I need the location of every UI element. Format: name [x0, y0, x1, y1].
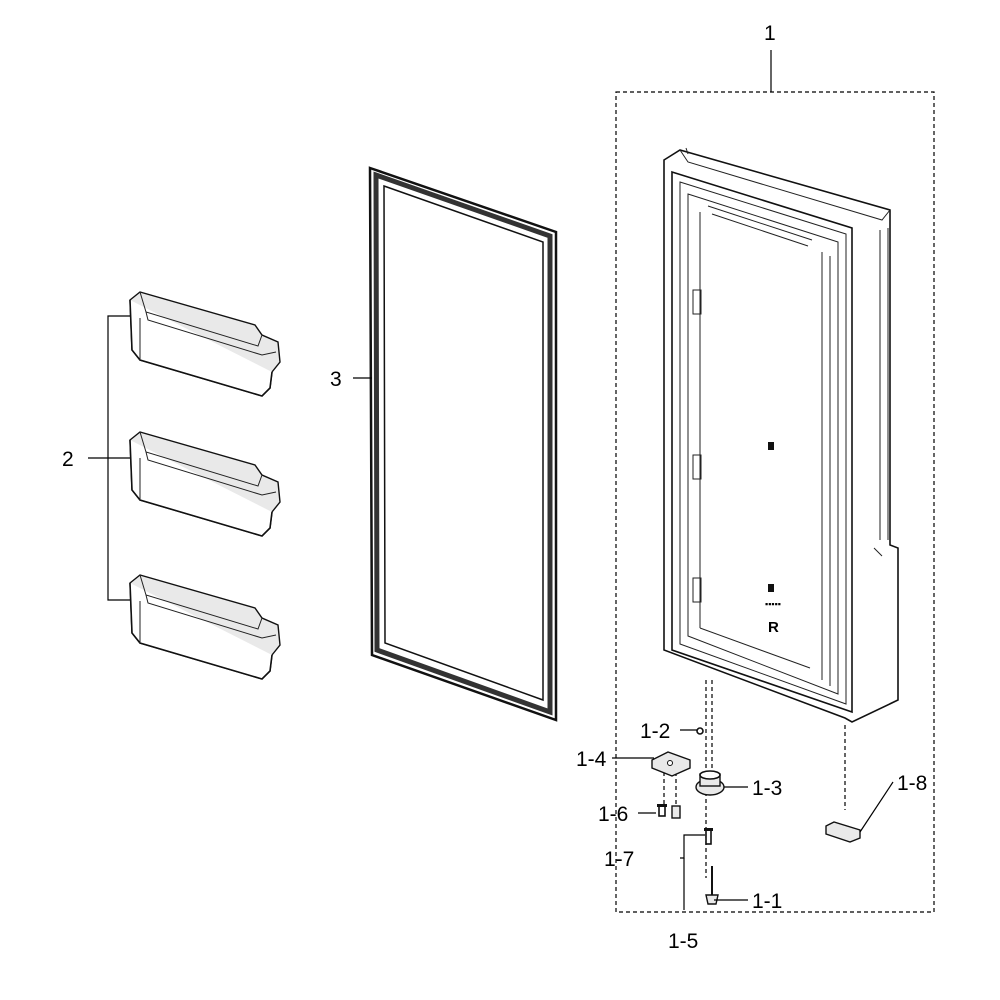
- part-1-8-bracket[interactable]: [825, 821, 861, 843]
- part-1-2-pin[interactable]: [696, 727, 704, 735]
- part-1-5-screw[interactable]: [704, 828, 713, 845]
- door-side-letter: R: [768, 619, 779, 636]
- door-assembly[interactable]: ▪▪▪▪▪ R: [663, 147, 899, 723]
- door-assembly-group-box: [615, 50, 935, 913]
- callout-1-2: 1-2: [640, 720, 670, 743]
- door-gasket[interactable]: [368, 166, 558, 722]
- part-1-7-stopper[interactable]: [671, 805, 681, 819]
- callout-1: 1: [764, 22, 776, 45]
- callout-1-8: 1-8: [897, 772, 927, 795]
- callout-1-4: 1-4: [576, 748, 607, 771]
- door-shelf-top[interactable]: [129, 291, 281, 397]
- callout-1-7: 1-7: [604, 848, 634, 871]
- callout-1-3: 1-3: [752, 777, 782, 800]
- callout-2: 2: [62, 448, 74, 471]
- callout-1-5: 1-5: [668, 930, 698, 953]
- callout-1-6: 1-6: [598, 803, 628, 826]
- part-1-3-hinge-cam[interactable]: [695, 770, 725, 796]
- model-code-marking: ▪▪▪▪▪: [765, 599, 781, 609]
- shelves-leader-bracket: [88, 315, 130, 601]
- callout-3: 3: [330, 368, 342, 391]
- part-1-6-screw[interactable]: [657, 804, 667, 817]
- part-1-1-hinge-pin[interactable]: [705, 866, 719, 905]
- sub-part-leaders: [612, 729, 894, 910]
- door-shelf-middle[interactable]: [129, 431, 281, 537]
- callout-1-1: 1-1: [752, 890, 782, 913]
- door-shelf-bottom[interactable]: [129, 574, 281, 680]
- part-1-4-hinge-plate[interactable]: [651, 751, 691, 777]
